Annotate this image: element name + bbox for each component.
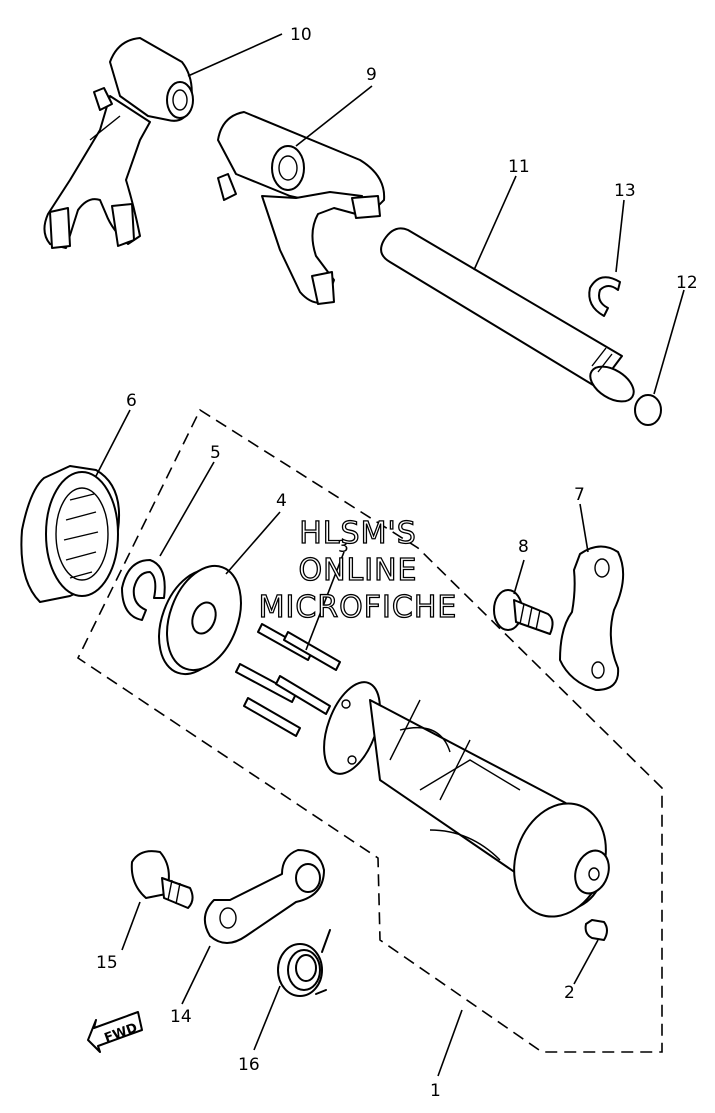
- callout-6: 6: [126, 391, 137, 411]
- assembly-boundary: [76, 408, 663, 1053]
- circlip-5-icon: [121, 559, 166, 621]
- callout-12: 12: [676, 273, 698, 293]
- guide-bar-11-icon: [380, 227, 635, 403]
- callout-5: 5: [210, 443, 221, 463]
- shift-fork-9-icon: [217, 111, 386, 305]
- stopper-plate-7-icon: [559, 545, 625, 691]
- callout-10: 10: [290, 25, 312, 45]
- circlip-13-icon: [588, 276, 621, 317]
- callout-4: 4: [276, 491, 287, 511]
- callout-3: 3: [338, 537, 349, 557]
- watermark-line-1: HLSM'S: [299, 516, 417, 551]
- stopper-lever-14-icon: [203, 849, 325, 944]
- callout-2: 2: [564, 983, 575, 1003]
- bearing-6-icon: [20, 465, 120, 603]
- callout-15: 15: [96, 953, 118, 973]
- callout-9: 9: [366, 65, 377, 85]
- dowel-pin-2-icon: [584, 919, 608, 941]
- callout-13: 13: [614, 181, 636, 201]
- shift-fork-10-icon: [43, 37, 194, 249]
- bolt-8-icon: [493, 589, 554, 635]
- pins-3-icon: [235, 623, 341, 737]
- bolt-15-icon: [130, 850, 194, 909]
- shift-drum-1-icon: [323, 681, 610, 918]
- o-ring-12-icon: [634, 394, 662, 426]
- spring-16-icon: [277, 929, 331, 997]
- watermark-line-2: ONLINE: [298, 553, 417, 588]
- watermark-line-3: MICROFICHE: [259, 590, 458, 625]
- callout-7: 7: [574, 485, 585, 505]
- washer-4-icon: [158, 564, 242, 676]
- fwd-arrow-icon: FWD: [87, 1011, 143, 1053]
- callout-labels: 10 9 11 13 12 6 5 4 3 7 8 15 14 16 2 1: [96, 25, 698, 1101]
- watermark: HLSM'S ONLINE MICROFICHE: [258, 515, 458, 625]
- callout-1: 1: [430, 1081, 441, 1101]
- callout-16: 16: [238, 1055, 260, 1075]
- callout-14: 14: [170, 1007, 192, 1027]
- leader-lines: [95, 33, 685, 1077]
- callout-8: 8: [518, 537, 529, 557]
- callout-11: 11: [508, 157, 530, 177]
